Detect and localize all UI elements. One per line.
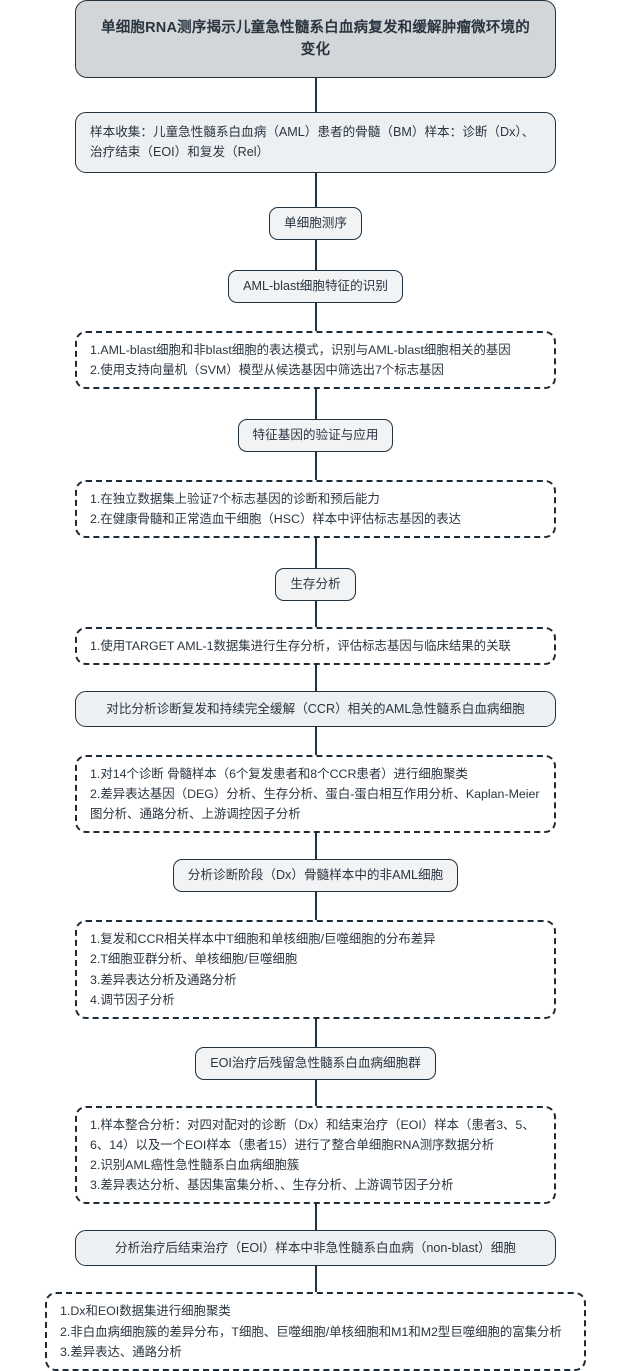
node-blast-identification: AML-blast细胞特征的识别	[228, 269, 403, 303]
step-line: 3.差异表达分析、基因集富集分析、、生存分析、上游调节因子分析	[90, 1177, 454, 1192]
step-line: 4.调节因子分析	[90, 992, 175, 1007]
node-gene-validation: 特征基因的验证与应用	[237, 418, 394, 452]
step-line: 1.复发和CCR相关样本中T细胞和单核细胞/巨噬细胞的分布差异	[90, 932, 436, 947]
connector-nonblast-to-steps	[314, 1266, 317, 1293]
step-line: 1.在独立数据集上验证7个标志基因的诊断和预后能力	[90, 491, 380, 506]
step-line: 2.识别AML癌性急性髓系白血病细胞簇	[90, 1157, 300, 1172]
connector-dxsteps-to-eoi	[314, 1018, 317, 1047]
connector-eoisteps-to-nonblast	[314, 1204, 317, 1231]
connector-dx-to-steps	[314, 892, 317, 921]
connector-validationsteps-to-survival	[314, 537, 317, 568]
steps-survival-analysis: 1.使用TARGET AML-1数据集进行生存分析，评估标志基因与临床结果的关联	[75, 626, 556, 665]
step-line: 2.在健康骨髓和正常造血干细胞（HSC）样本中评估标志基因的表达	[90, 511, 462, 526]
steps-eoi-non-blast: 1.Dx和EOI数据集进行细胞聚类 2.非白血病细胞簇的差异分布，T细胞、巨噬细…	[45, 1292, 586, 1371]
connector-survival-to-steps	[314, 600, 317, 627]
connector-ccr-to-steps	[314, 727, 317, 756]
node-sample-collection: 样本收集：儿童急性髓系白血病（AML）患者的骨髓（BM）样本：诊断（Dx）、治疗…	[75, 112, 556, 173]
node-single-cell-sequencing: 单细胞测序	[269, 206, 362, 240]
step-line: 2.T细胞亚群分析、单核细胞/巨噬细胞	[90, 952, 298, 967]
step-line: 1.AML-blast细胞和非blast细胞的表达模式，识别与AML-blast…	[90, 342, 511, 357]
node-survival-analysis: 生存分析	[275, 567, 356, 601]
step-line: 1.使用TARGET AML-1数据集进行生存分析，评估标志基因与临床结果的关联	[90, 638, 511, 653]
node-eoi-non-blast: 分析治疗后结束治疗（EOI）样本中非急性髓系白血病（non-blast）细胞	[75, 1230, 556, 1267]
node-dx-non-aml: 分析诊断阶段（Dx）骨髓样本中的非AML细胞	[172, 859, 459, 893]
connector-blast-to-steps	[314, 302, 317, 331]
steps-dx-non-aml: 1.复发和CCR相关样本中T细胞和单核细胞/巨噬细胞的分布差异 2.T细胞亚群分…	[75, 920, 556, 1019]
connector-blaststeps-to-validation	[314, 388, 317, 419]
step-line: 1.Dx和EOI数据集进行细胞聚类	[60, 1304, 231, 1319]
connector-eoi-to-steps	[314, 1079, 317, 1106]
step-line: 3.差异表达分析及通路分析	[90, 972, 237, 987]
connector-survivalsteps-to-ccr	[314, 664, 317, 691]
steps-gene-validation: 1.在独立数据集上验证7个标志基因的诊断和预后能力 2.在健康骨髓和正常造血干细…	[75, 479, 556, 538]
connector-seq-to-blast	[314, 239, 317, 270]
connector-sample-to-seq	[314, 172, 317, 207]
steps-blast-identification: 1.AML-blast细胞和非blast细胞的表达模式，识别与AML-blast…	[75, 330, 556, 389]
steps-ccr-comparison: 1.对14个诊断 骨髓样本（6个复发患者和8个CCR患者）进行细胞聚类 2.差异…	[75, 755, 556, 834]
flowchart-canvas: 单细胞RNA测序揭示儿童急性髓系白血病复发和缓解肿瘤微环境的变化 样本收集：儿童…	[45, 0, 586, 1371]
step-line: 1.样本整合分析：对四对配对的诊断（Dx）和结束治疗（EOI）样本（患者3、5、…	[90, 1117, 535, 1152]
flow-title-box: 单细胞RNA测序揭示儿童急性髓系白血病复发和缓解肿瘤微环境的变化	[75, 0, 556, 78]
steps-eoi-residual: 1.样本整合分析：对四对配对的诊断（Dx）和结束治疗（EOI）样本（患者3、5、…	[75, 1105, 556, 1205]
step-line: 2.差异表达基因（DEG）分析、生存分析、蛋白-蛋白相互作用分析、Kaplan-…	[90, 787, 540, 822]
node-eoi-residual-blasts: EOI治疗后残留急性髓系白血病细胞群	[195, 1046, 436, 1080]
connector-ccrsteps-to-dx	[314, 833, 317, 860]
connector-title-to-sample	[314, 78, 317, 112]
step-line: 2.使用支持向量机（SVM）模型从候选基因中筛选出7个标志基因	[90, 362, 444, 377]
step-line: 1.对14个诊断 骨髓样本（6个复发患者和8个CCR患者）进行细胞聚类	[90, 767, 468, 782]
step-line: 2.非白血病细胞簇的差异分布，T细胞、巨噬细胞/单核细胞和M1和M2型巨噬细胞的…	[60, 1324, 562, 1339]
node-ccr-comparison: 对比分析诊断复发和持续完全缓解（CCR）相关的AML急性髓系白血病细胞	[75, 690, 556, 728]
step-line: 3.差异表达、通路分析	[60, 1344, 182, 1359]
connector-validation-to-steps	[314, 451, 317, 480]
